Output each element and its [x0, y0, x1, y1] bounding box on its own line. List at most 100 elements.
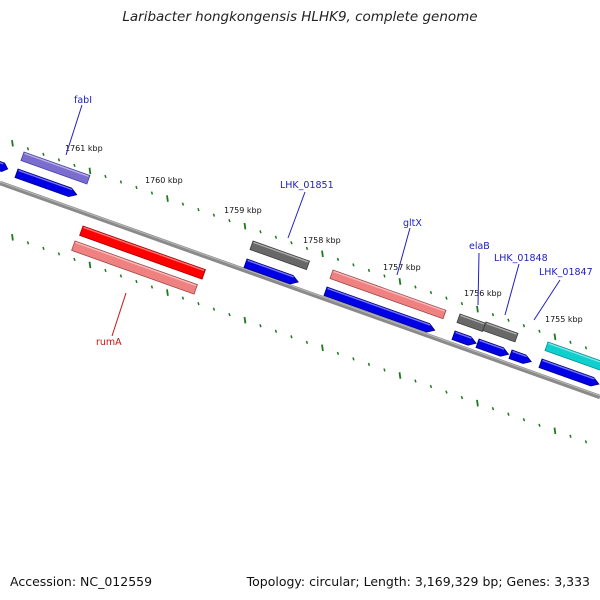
accession-text: Accession: NC_012559	[10, 574, 153, 589]
gene-label-elaB: elaB	[469, 241, 490, 252]
inner-ruler-tick	[73, 257, 76, 262]
inner-ruler-tick	[212, 307, 216, 311]
tick-label-1756: 1756 kbp	[464, 289, 502, 298]
cds-fabI	[14, 168, 78, 198]
cds-gltX	[323, 286, 436, 333]
gene-label-fabI: fabI	[74, 95, 92, 106]
gene-gltX	[329, 269, 447, 320]
outer-ruler-tick	[181, 202, 185, 206]
cds-lhk01847	[538, 358, 600, 387]
gene-fabI	[20, 151, 91, 185]
outer-ruler-tick	[321, 250, 324, 258]
inner-ruler-tick	[259, 324, 262, 328]
map-title: Laribacter hongkongensis HLHK9, complete…	[122, 9, 478, 25]
tick-label-1761: 1761 kbp	[65, 144, 103, 153]
inner-ruler-tick	[166, 289, 169, 296]
outer-ruler-tick	[553, 333, 557, 341]
inner-ruler-tick	[135, 279, 138, 284]
tick-label-1758: 1758 kbp	[303, 236, 341, 245]
outer-ruler-tick	[166, 195, 169, 202]
position-ruler-outer	[11, 139, 588, 350]
inner-ruler-tick	[57, 252, 61, 256]
outer-ruler-tick	[584, 346, 588, 350]
outer-ruler-tick	[414, 285, 417, 289]
tick-label-1755: 1755 kbp	[545, 315, 583, 324]
inner-ruler-tick	[197, 301, 200, 306]
cds-lhk01848	[475, 338, 510, 357]
inner-ruler-tick	[150, 285, 154, 289]
outer-ruler-tick	[491, 313, 495, 317]
gene-lhk01851	[249, 240, 311, 271]
outer-ruler-tick	[57, 158, 61, 162]
outer-ruler-tick	[11, 139, 14, 147]
outer-ruler-tick	[197, 207, 200, 212]
leader-line-rumA	[111, 292, 127, 337]
inner-ruler-tick	[42, 246, 45, 250]
outer-ruler-tick	[398, 278, 402, 285]
outer-ruler-tick	[507, 318, 510, 322]
inner-ruler-tick	[491, 407, 495, 411]
inner-ruler-tick	[383, 368, 386, 372]
cds-lhk01848b	[508, 349, 532, 364]
outer-ruler-tick	[429, 290, 433, 295]
inner-ruler-tick	[367, 362, 371, 367]
outer-ruler-tick	[259, 230, 262, 234]
gene-lhk01848	[482, 321, 519, 343]
outer-ruler-tick	[336, 257, 340, 262]
gene-rumA	[79, 225, 206, 280]
outer-ruler-tick	[228, 219, 231, 223]
inner-ruler-tick	[522, 418, 526, 422]
gene-elaB	[456, 313, 486, 333]
inner-ruler-tick	[119, 274, 123, 278]
genome-summary-text: Topology: circular; Length: 3,169,329 bp…	[246, 574, 590, 589]
outer-ruler-tick	[383, 274, 386, 278]
outer-ruler-tick	[352, 263, 355, 267]
outer-ruler-tick	[42, 152, 45, 156]
inner-ruler-tick	[290, 335, 293, 339]
gene-label-gltX: gltX	[403, 218, 422, 229]
leader-line-lhk01847	[533, 279, 561, 321]
inner-ruler-tick	[398, 372, 402, 379]
outer-ruler-tick	[243, 222, 247, 230]
inner-ruler-tick	[553, 427, 557, 435]
cds-left-edge	[0, 159, 9, 172]
inner-ruler-tick	[26, 241, 30, 245]
gene-rumA-inner	[71, 240, 198, 295]
outer-ruler-tick	[569, 340, 572, 344]
inner-ruler-tick	[181, 296, 185, 300]
inner-ruler-tick	[414, 379, 417, 383]
inner-ruler-tick	[445, 390, 448, 394]
gene-lhk01847	[544, 341, 600, 372]
outer-ruler-tick	[367, 268, 371, 273]
genome-backbone	[0, 180, 600, 400]
gene-label-lhk01847: LHK_01847	[539, 267, 593, 278]
cds-lhk01851	[243, 258, 299, 285]
inner-ruler-tick	[274, 329, 278, 333]
leader-line-lhk01848	[504, 263, 520, 316]
outer-ruler-tick	[135, 185, 138, 190]
leader-line-elaB	[477, 252, 480, 306]
inner-ruler-tick	[584, 440, 588, 444]
leader-line-lhk01851	[287, 191, 306, 239]
outer-ruler-tick	[104, 174, 107, 179]
inner-ruler-tick	[429, 384, 433, 389]
leader-line-gltX	[396, 227, 411, 276]
outer-ruler-tick	[476, 305, 479, 313]
outer-ruler-tick	[119, 180, 123, 184]
gene-label-lhk01851: LHK_01851	[280, 180, 334, 191]
outer-ruler-tick	[150, 191, 154, 195]
outer-ruler-tick	[73, 163, 76, 168]
inner-ruler-tick	[538, 423, 541, 427]
tick-label-1759: 1759 kbp	[224, 206, 262, 215]
inner-ruler-tick	[460, 395, 464, 400]
inner-ruler-tick	[569, 434, 572, 438]
inner-ruler-tick	[104, 268, 107, 273]
gene-features	[0, 151, 600, 387]
outer-ruler-tick	[522, 324, 526, 328]
outer-ruler-tick	[305, 246, 309, 250]
inner-ruler-tick	[88, 261, 92, 269]
inner-ruler-tick	[507, 412, 510, 416]
inner-ruler-tick	[352, 357, 355, 361]
genome-backbone-highlight	[0, 181, 600, 397]
